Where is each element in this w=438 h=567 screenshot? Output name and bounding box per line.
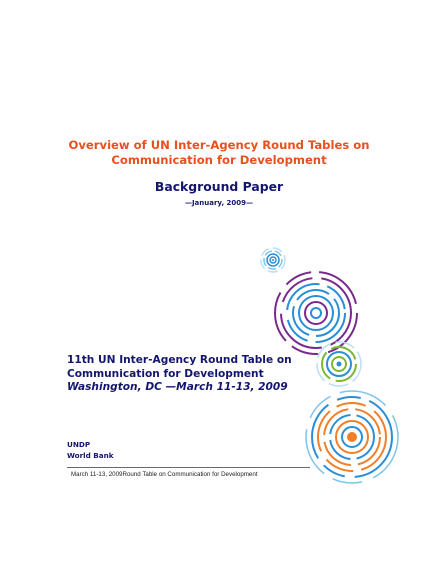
- event-line-2: Communication for Development: [67, 367, 264, 380]
- page-footer: March 11-13, 2009Round Table on Communic…: [71, 471, 258, 478]
- footer-divider: [67, 467, 310, 468]
- event-location-date: Washington, DC —March 11-13, 2009: [67, 381, 288, 393]
- event-info: 11th UN Inter-Agency Round Table on Comm…: [67, 354, 307, 395]
- org-world-bank: World Bank: [67, 450, 114, 460]
- purple-blue-target: [274, 271, 358, 355]
- title-line-1: Overview of UN Inter-Agency Round Tables…: [68, 138, 370, 152]
- event-line-1: 11th UN Inter-Agency Round Table on: [67, 354, 292, 366]
- title-line-2: Communication for Development: [111, 153, 327, 167]
- green-target: [316, 341, 362, 387]
- document-title: Overview of UN Inter-Agency Round Tables…: [40, 138, 398, 168]
- orange-blue-target: [305, 390, 399, 484]
- organizations: UNDP World Bank: [67, 440, 114, 461]
- small-blue-target: [260, 247, 286, 273]
- document-subtitle: Background Paper: [154, 179, 284, 194]
- org-undp: UNDP: [67, 440, 91, 449]
- document-date: —January, 2009—: [184, 199, 254, 207]
